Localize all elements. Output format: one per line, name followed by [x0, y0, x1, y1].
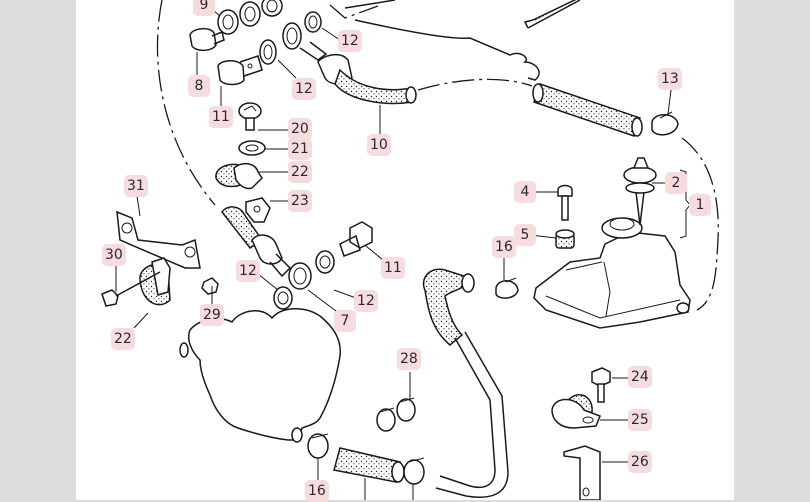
banjo-bolt-11: [217, 55, 263, 86]
housing-outlet: [291, 427, 303, 443]
clamp-16-upper: [495, 277, 519, 299]
callout-16[interactable]: 16: [492, 236, 516, 258]
callout-9[interactable]: 9: [193, 0, 215, 16]
callout-12[interactable]: 12: [236, 260, 260, 282]
clip-22-upper: [215, 162, 263, 190]
callout-10[interactable]: 10: [367, 134, 391, 156]
callout-16[interactable]: 16: [305, 480, 329, 502]
callout-12[interactable]: 12: [292, 78, 316, 100]
callout-12[interactable]: 12: [338, 30, 362, 52]
bolt-24: [591, 367, 611, 403]
steering-gear-housing: [188, 308, 341, 441]
bolt-8: [189, 27, 225, 52]
callout-20[interactable]: 20: [288, 118, 312, 140]
lower-hose-assembly: [307, 433, 425, 485]
seal-rings-upper: [259, 11, 322, 65]
bracket-26: [563, 445, 601, 500]
clip-25: [551, 394, 601, 429]
boot-rod: [523, 0, 581, 29]
bracket-31-assembly: [101, 210, 219, 307]
return-hose: [532, 83, 643, 137]
routing-line-left: [156, 0, 216, 206]
pressure-hose-10: [299, 41, 417, 105]
lower-hose-7: [221, 206, 312, 290]
callout-11[interactable]: 11: [209, 106, 233, 128]
callout-26[interactable]: 26: [628, 451, 652, 473]
seal-rings-lower: [273, 250, 335, 310]
steering-rack-outline: [329, 4, 379, 19]
callout-4[interactable]: 4: [514, 181, 536, 203]
bolt-4: [557, 184, 573, 221]
callout-28[interactable]: 28: [397, 348, 421, 370]
clamp-13: [651, 111, 679, 136]
callout-13[interactable]: 13: [658, 68, 682, 90]
cap-2: [623, 157, 657, 226]
washer-21: [238, 140, 266, 156]
routing-line-right: [681, 137, 719, 311]
clamps-28: [376, 397, 416, 432]
callout-31[interactable]: 31: [124, 175, 148, 197]
callout-12[interactable]: 12: [354, 290, 378, 312]
callout-7[interactable]: 7: [334, 310, 356, 332]
callout-23[interactable]: 23: [288, 190, 312, 212]
nut-23-hole: [253, 205, 261, 213]
washer-21-hole: [245, 144, 259, 152]
callout-8[interactable]: 8: [188, 75, 210, 97]
leader-lines: [115, 5, 672, 500]
return-pipe: [422, 268, 509, 498]
routing-line-top: [417, 78, 533, 91]
bushing-5: [555, 229, 575, 249]
washer-group-9: [217, 0, 283, 35]
reservoir-1: [533, 217, 691, 329]
callout-25[interactable]: 25: [628, 409, 652, 431]
callout-22[interactable]: 22: [111, 328, 135, 350]
callout-29[interactable]: 29: [200, 304, 224, 326]
callout-21[interactable]: 21: [288, 138, 312, 160]
banjo-bolt-11-lower: [339, 221, 373, 257]
callout-24[interactable]: 24: [628, 366, 652, 388]
callout-22[interactable]: 22: [288, 161, 312, 183]
callout-11[interactable]: 11: [381, 257, 405, 279]
screw-20: [238, 102, 262, 131]
nut-23: [245, 197, 271, 223]
callout-1[interactable]: 1: [689, 194, 711, 216]
steering-rack: [344, 0, 540, 81]
callout-5[interactable]: 5: [514, 224, 536, 246]
callout-30[interactable]: 30: [102, 244, 126, 266]
boot-rod-hatch: [534, 1, 571, 21]
callout-2[interactable]: 2: [665, 172, 687, 194]
housing-boss: [179, 342, 189, 358]
